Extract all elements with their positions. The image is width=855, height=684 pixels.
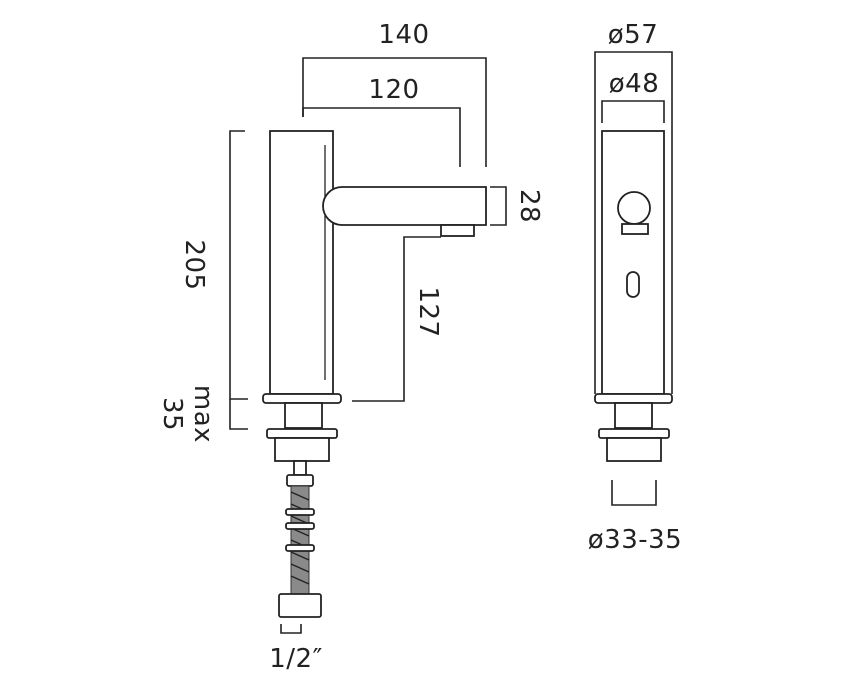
- front-base-neck: [614, 402, 653, 429]
- dimension-57-label: ø57: [608, 20, 659, 50]
- hose-ring-3: [285, 544, 315, 552]
- dimension-120-label: 120: [368, 75, 419, 105]
- dimension-48-label: ø48: [609, 69, 660, 99]
- base-neck: [284, 402, 323, 429]
- lock-washer: [266, 428, 338, 439]
- dimension-half-inch-label: 1/2″: [269, 644, 323, 674]
- dimension-140-line: [302, 57, 487, 167]
- dimension-48-line: [601, 100, 665, 123]
- dimension-127-line: [352, 236, 441, 402]
- front-base-flange: [594, 393, 673, 404]
- dimension-57-line: [594, 51, 673, 394]
- front-sensor-window: [626, 271, 640, 298]
- spout-sensor: [440, 224, 475, 237]
- hose-connector-nut: [278, 593, 322, 618]
- front-spout-outlet: [617, 191, 651, 225]
- front-view: ø57 ø48 ø33-35: [588, 20, 682, 555]
- front-lock-washer: [598, 428, 670, 439]
- dimension-35-label: 35: [157, 397, 187, 431]
- dimension-140-label: 140: [378, 20, 429, 50]
- front-tap-body: [601, 130, 665, 395]
- front-lock-nut: [606, 437, 662, 462]
- dimension-33-35-line: [611, 480, 657, 506]
- hose-stem: [293, 460, 307, 476]
- dimension-max-label: max: [188, 385, 218, 443]
- dimension-28-line: [490, 186, 507, 226]
- dimension-max-35-line: [229, 399, 248, 430]
- front-spout-sensor: [621, 223, 649, 235]
- dimension-205-line: [229, 130, 248, 400]
- hose-collar-top: [286, 474, 314, 487]
- side-view: 140 120 205 max 35 28 127: [157, 20, 544, 674]
- dimension-half-inch-line: [280, 624, 302, 634]
- dimension-120-line: [302, 107, 461, 167]
- hose-ring-1: [285, 508, 315, 516]
- dimension-28-label: 28: [514, 189, 544, 223]
- hose-braid-pattern: [290, 491, 310, 585]
- tap-spout: [322, 186, 487, 226]
- dimension-205-label: 205: [179, 239, 209, 290]
- dimension-127-label: 127: [413, 286, 443, 337]
- base-flange: [262, 393, 342, 404]
- hose-ring-2: [285, 522, 315, 530]
- dimension-33-35-label: ø33-35: [588, 525, 682, 555]
- lock-nut: [274, 437, 330, 462]
- tap-body: [269, 130, 334, 395]
